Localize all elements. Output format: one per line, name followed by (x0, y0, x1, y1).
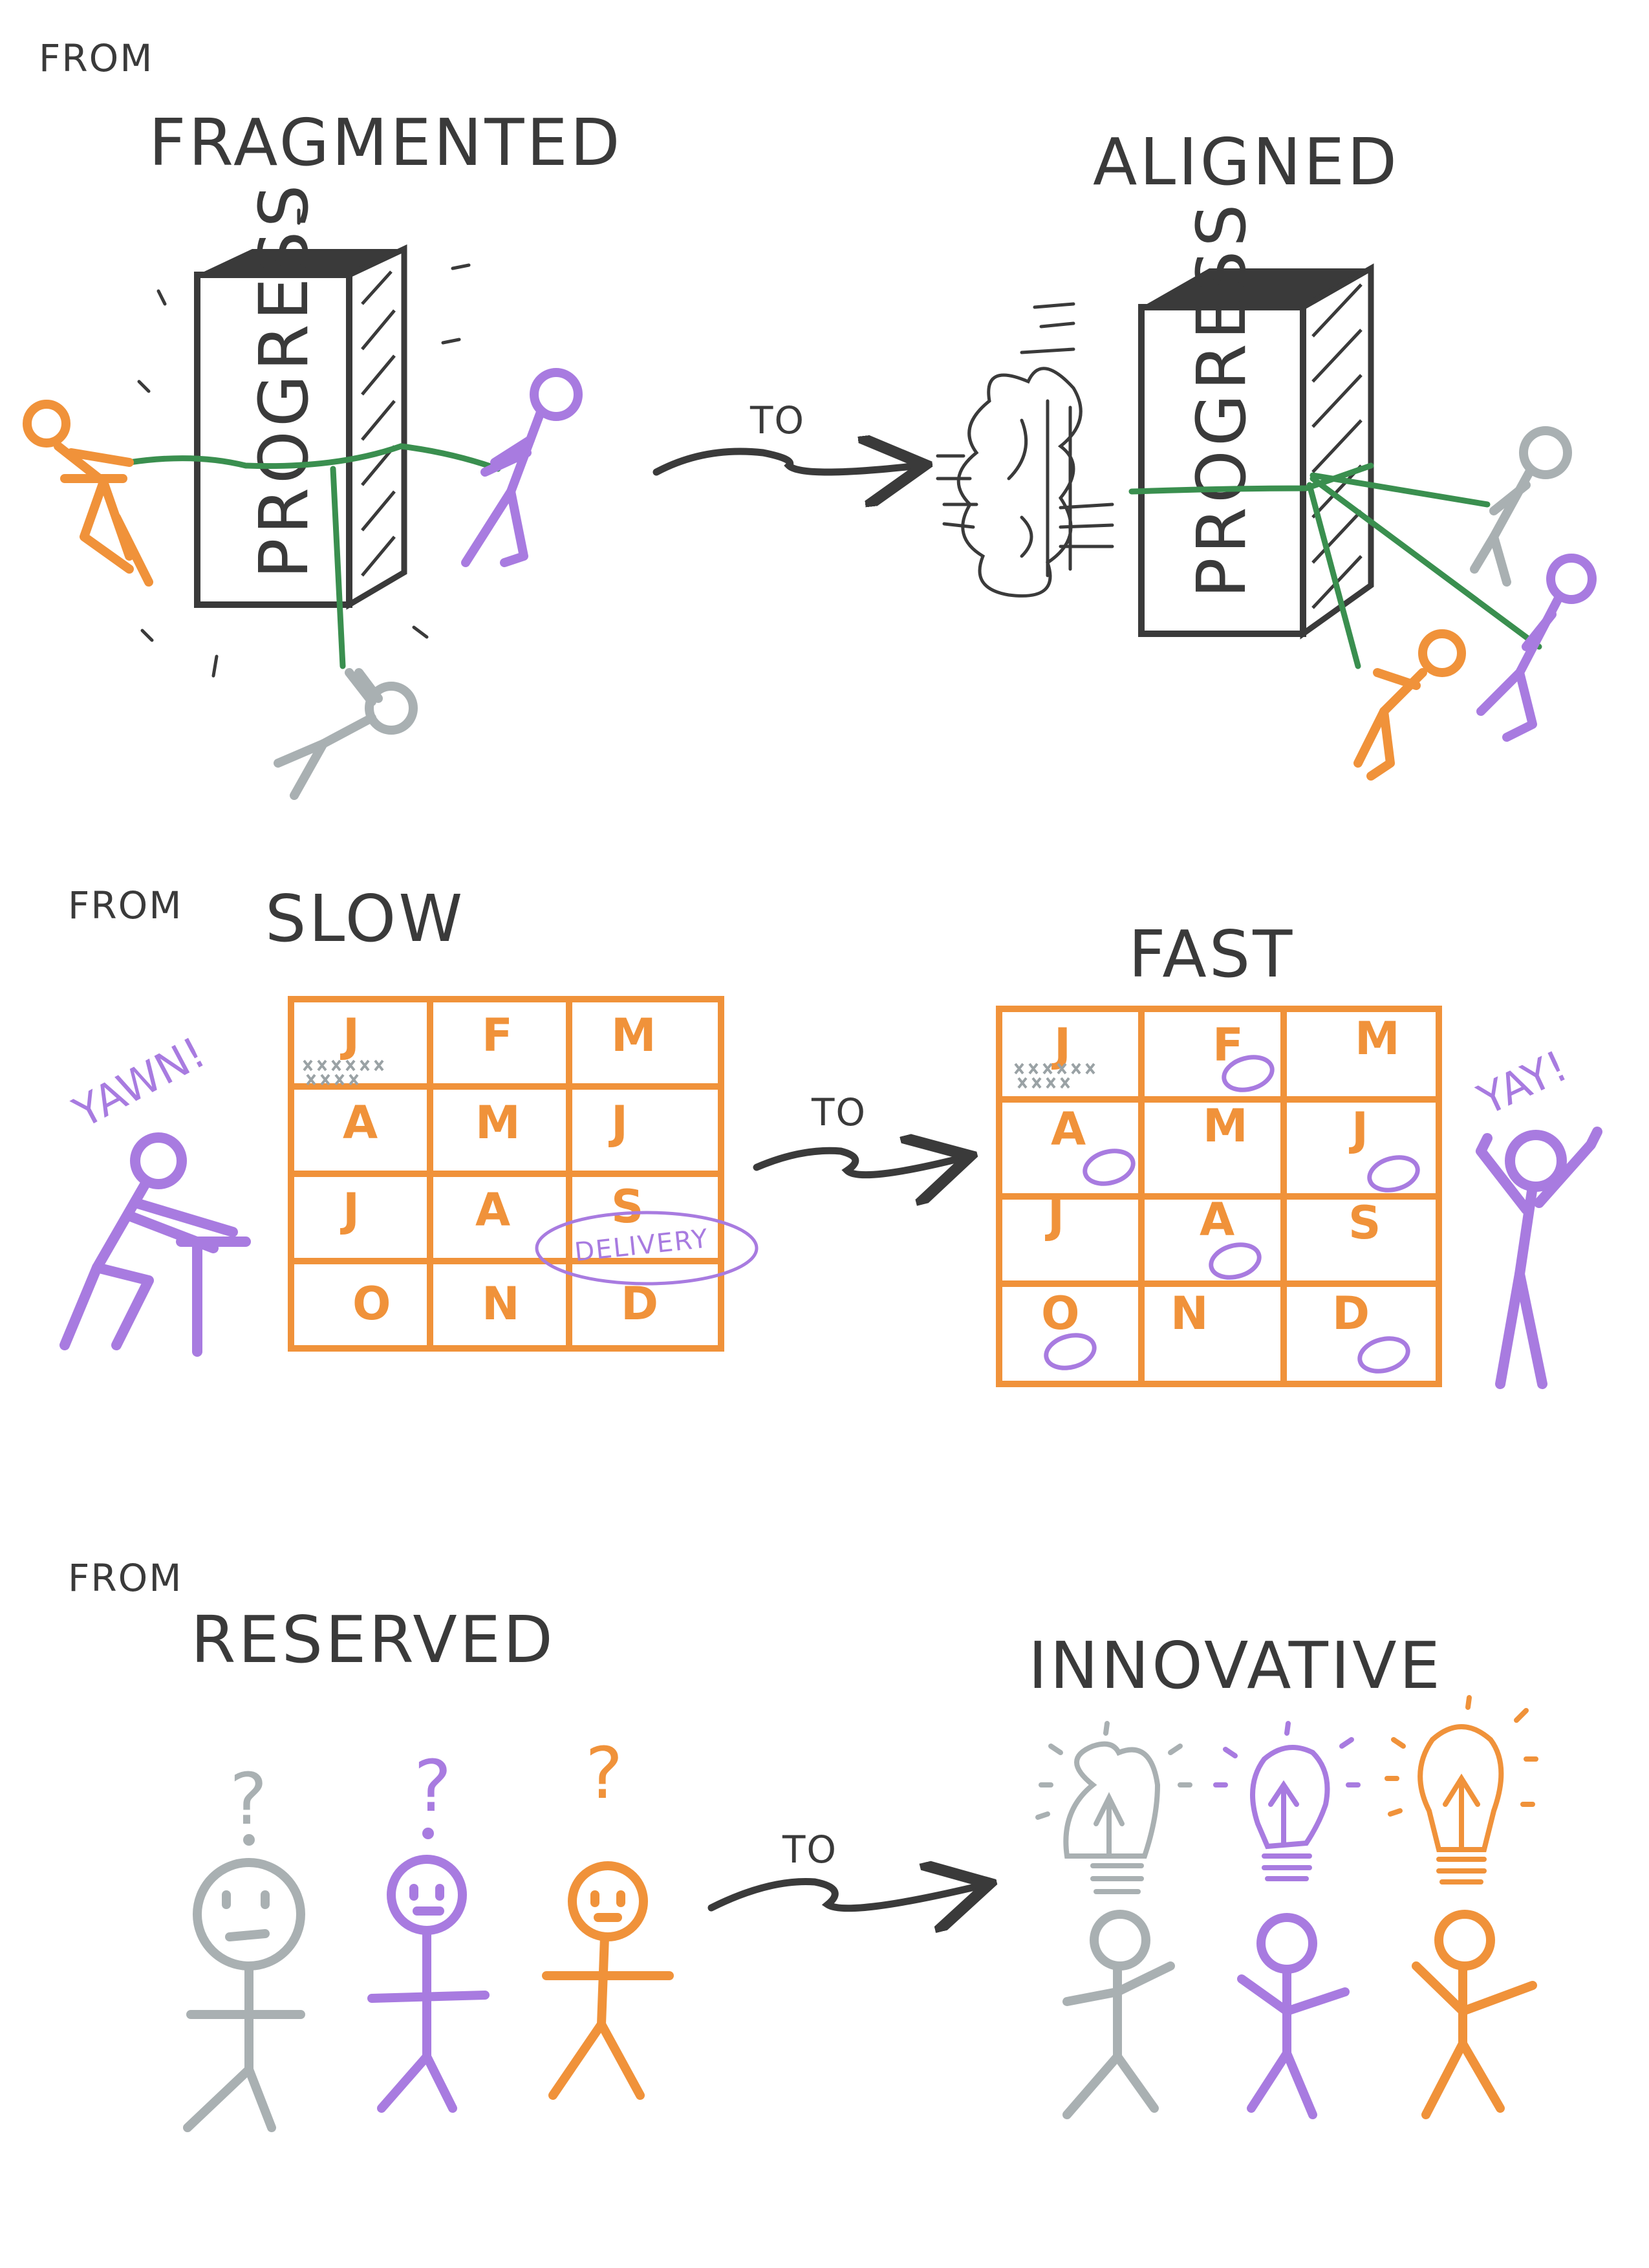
innovative-figure-grey (1035, 1721, 1192, 2119)
row-fragmented-to-aligned: FROM FRAGMENTED ALIGNED PROGRESS (23, 36, 1597, 800)
fast-month-dec: D (1332, 1287, 1370, 1340)
progress-block-right: PROGRESS (1138, 200, 1374, 640)
ropes-left (126, 443, 501, 669)
delivery-circles-fast (1044, 1055, 1420, 1374)
lightbulb-icon-grey (1035, 1721, 1192, 1894)
progress-block-left: PROGRESS (194, 181, 407, 610)
slow-month-sep: S (611, 1180, 643, 1233)
fast-month-may: M (1203, 1099, 1248, 1152)
row3-to-word: INNOVATIVE (1028, 1628, 1443, 1703)
yay-exclaim: YAY! (1470, 1041, 1575, 1125)
fast-month-cells: J F M A M J J A S O N D (1041, 1012, 1400, 1340)
sleepy-figure-at-desk (59, 1132, 251, 1357)
calendar-fast: J F M A M J J A S O N D (996, 1006, 1442, 1387)
slow-month-oct: O (352, 1277, 391, 1330)
fast-month-aug: A (1200, 1193, 1234, 1246)
slow-month-aug: A (475, 1183, 510, 1237)
row2-from-word: SLOW (265, 881, 465, 956)
progress-label-right: PROGRESS (1182, 200, 1261, 598)
reserved-figure-grey: ? (183, 1758, 305, 2132)
row1-from-label: FROM (39, 36, 153, 80)
arrow-row1: TO (652, 398, 918, 472)
slow-month-jul: J (340, 1183, 360, 1237)
slow-month-cells: J F M A M J J A S O N D (340, 1009, 658, 1330)
purple-figure-pulling (461, 368, 583, 567)
grey-figure-aligned (1470, 426, 1572, 587)
fast-month-sep: S (1348, 1196, 1381, 1249)
fast-month-apr: A (1051, 1103, 1086, 1156)
row3-from-word: RESERVED (191, 1602, 555, 1678)
row-slow-to-fast: FROM SLOW FAST YAWN! J (59, 881, 1602, 1389)
row3-to-label: TO (782, 1828, 837, 1872)
arrow-row3: TO (707, 1828, 983, 1908)
motion-marks-left (137, 208, 471, 678)
calendar-slow: J F M A M J J A S O N D DELIVERY (288, 996, 759, 1352)
lightbulb-icon-orange (1385, 1695, 1538, 1885)
yawn-exclaim: YAWN! (65, 1028, 213, 1138)
slow-month-nov: N (482, 1277, 520, 1330)
slow-month-may: M (475, 1096, 521, 1149)
row2-from-label: FROM (68, 883, 182, 927)
slow-month-jun: J (609, 1096, 628, 1149)
reserved-figure-purple: ? (367, 1745, 490, 2113)
innovative-figure-purple (1213, 1721, 1361, 2119)
lightbulb-icon-purple (1213, 1721, 1361, 1881)
orange-figure-aligned (1353, 629, 1466, 781)
fast-month-mar: M (1355, 1012, 1400, 1065)
row2-to-word: FAST (1128, 916, 1295, 992)
slow-month-feb: F (482, 1009, 513, 1062)
ropes-right (1128, 462, 1542, 669)
slow-month-dec: D (621, 1277, 658, 1330)
row-reserved-to-innovative: FROM RESERVED INNOVATIVE ? ? (68, 1556, 1538, 2132)
orange-figure-pulling (23, 400, 153, 587)
fast-month-jan: J (1051, 1019, 1071, 1072)
innovative-figure-orange (1385, 1695, 1538, 2119)
purple-figure-aligned (1476, 554, 1597, 742)
happy-figure-arms-up (1476, 1127, 1602, 1389)
fast-month-jun: J (1349, 1103, 1368, 1156)
fast-month-feb: F (1212, 1019, 1244, 1072)
grey-figure-pulling (274, 668, 418, 800)
crossed-out-marks-fast (1014, 1063, 1095, 1089)
delivery-circle (535, 1211, 759, 1286)
question-mark-orange: ? (585, 1732, 623, 1815)
row2-to-label: TO (811, 1090, 867, 1134)
question-mark-purple: ? (414, 1745, 451, 1828)
row1-from-word: FRAGMENTED (149, 105, 623, 180)
slow-month-jan: J (340, 1009, 360, 1062)
fast-month-oct: O (1041, 1287, 1080, 1340)
fast-month-nov: N (1170, 1287, 1209, 1340)
slow-month-mar: M (611, 1009, 656, 1062)
reserved-figure-orange: ? (542, 1732, 674, 2100)
question-mark-grey: ? (230, 1758, 267, 1841)
arrow-row2: TO (753, 1090, 964, 1175)
row3-from-label: FROM (68, 1556, 182, 1600)
progress-label-left: PROGRESS (244, 181, 323, 579)
fast-month-jul: J (1045, 1190, 1064, 1243)
dust-cloud (936, 302, 1114, 598)
crossed-out-marks (303, 1059, 384, 1086)
slow-month-apr: A (343, 1096, 378, 1149)
row1-to-label: TO (749, 398, 805, 442)
row1-to-word: ALIGNED (1093, 124, 1399, 200)
